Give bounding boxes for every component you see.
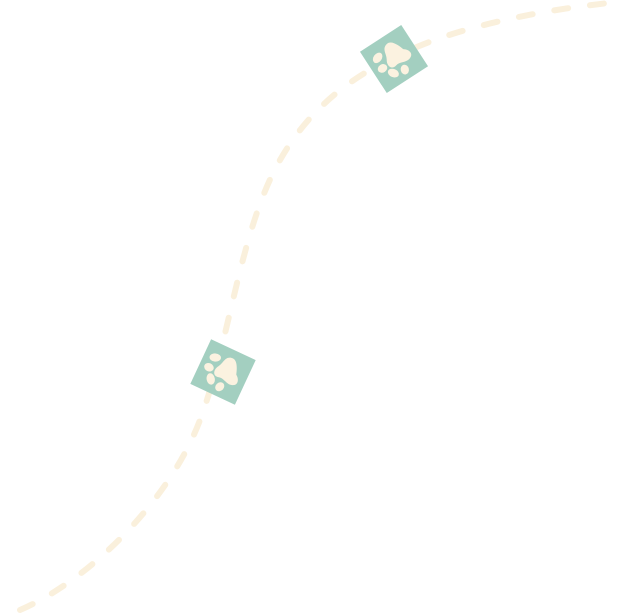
dashed-trail	[17, 0, 621, 613]
paw-print-icon	[359, 24, 429, 94]
paw-print-icon	[190, 339, 256, 405]
